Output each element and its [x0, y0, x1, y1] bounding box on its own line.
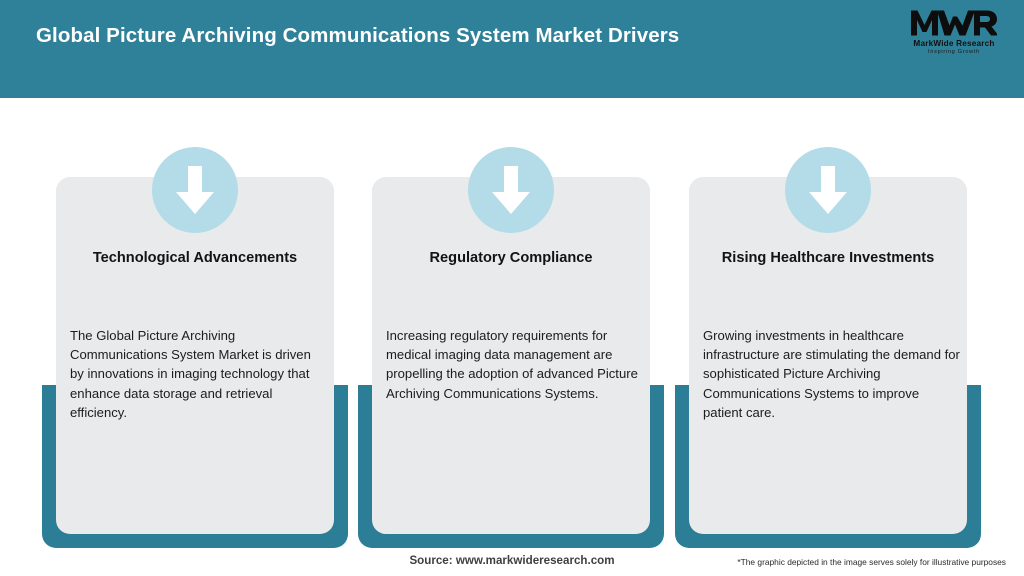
card-panel	[372, 177, 650, 534]
card-heading: Technological Advancements	[92, 250, 298, 266]
source-label: Source: www.markwideresearch.com	[409, 554, 615, 567]
arrow-down-icon	[468, 147, 554, 233]
card-body-text: Increasing regulatory requirements for m…	[386, 328, 638, 401]
card-body-text: The Global Picture Archiving Communicati…	[70, 328, 311, 420]
card-panel	[56, 177, 334, 534]
card-panel	[689, 177, 967, 534]
logo-company-name: MarkWide Research	[913, 39, 995, 48]
brand-logo: MarkWide Research Inspiring Growth	[902, 8, 1006, 60]
card-heading: Rising Healthcare Investments	[721, 250, 935, 266]
arrow-down-icon	[152, 147, 238, 233]
mwr-logo-icon	[911, 10, 997, 36]
driver-cards-row: Technological Advancements The Global Pi…	[0, 98, 1024, 548]
logo-tagline: Inspiring Growth	[928, 49, 980, 55]
page-title: Global Picture Archiving Communications …	[36, 24, 680, 47]
driver-card-2[interactable]: Regulatory Compliance Increasing regulat…	[358, 98, 664, 548]
card-heading: Regulatory Compliance	[429, 250, 593, 266]
header-band	[0, 0, 1024, 98]
driver-card-3[interactable]: Rising Healthcare Investments Growing in…	[675, 98, 981, 548]
card-body-text: Growing investments in healthcare infras…	[703, 328, 960, 420]
disclaimer-note: *The graphic depicted in the image serve…	[737, 557, 1006, 567]
arrow-down-icon	[785, 147, 871, 233]
driver-card-1[interactable]: Technological Advancements The Global Pi…	[42, 98, 348, 548]
